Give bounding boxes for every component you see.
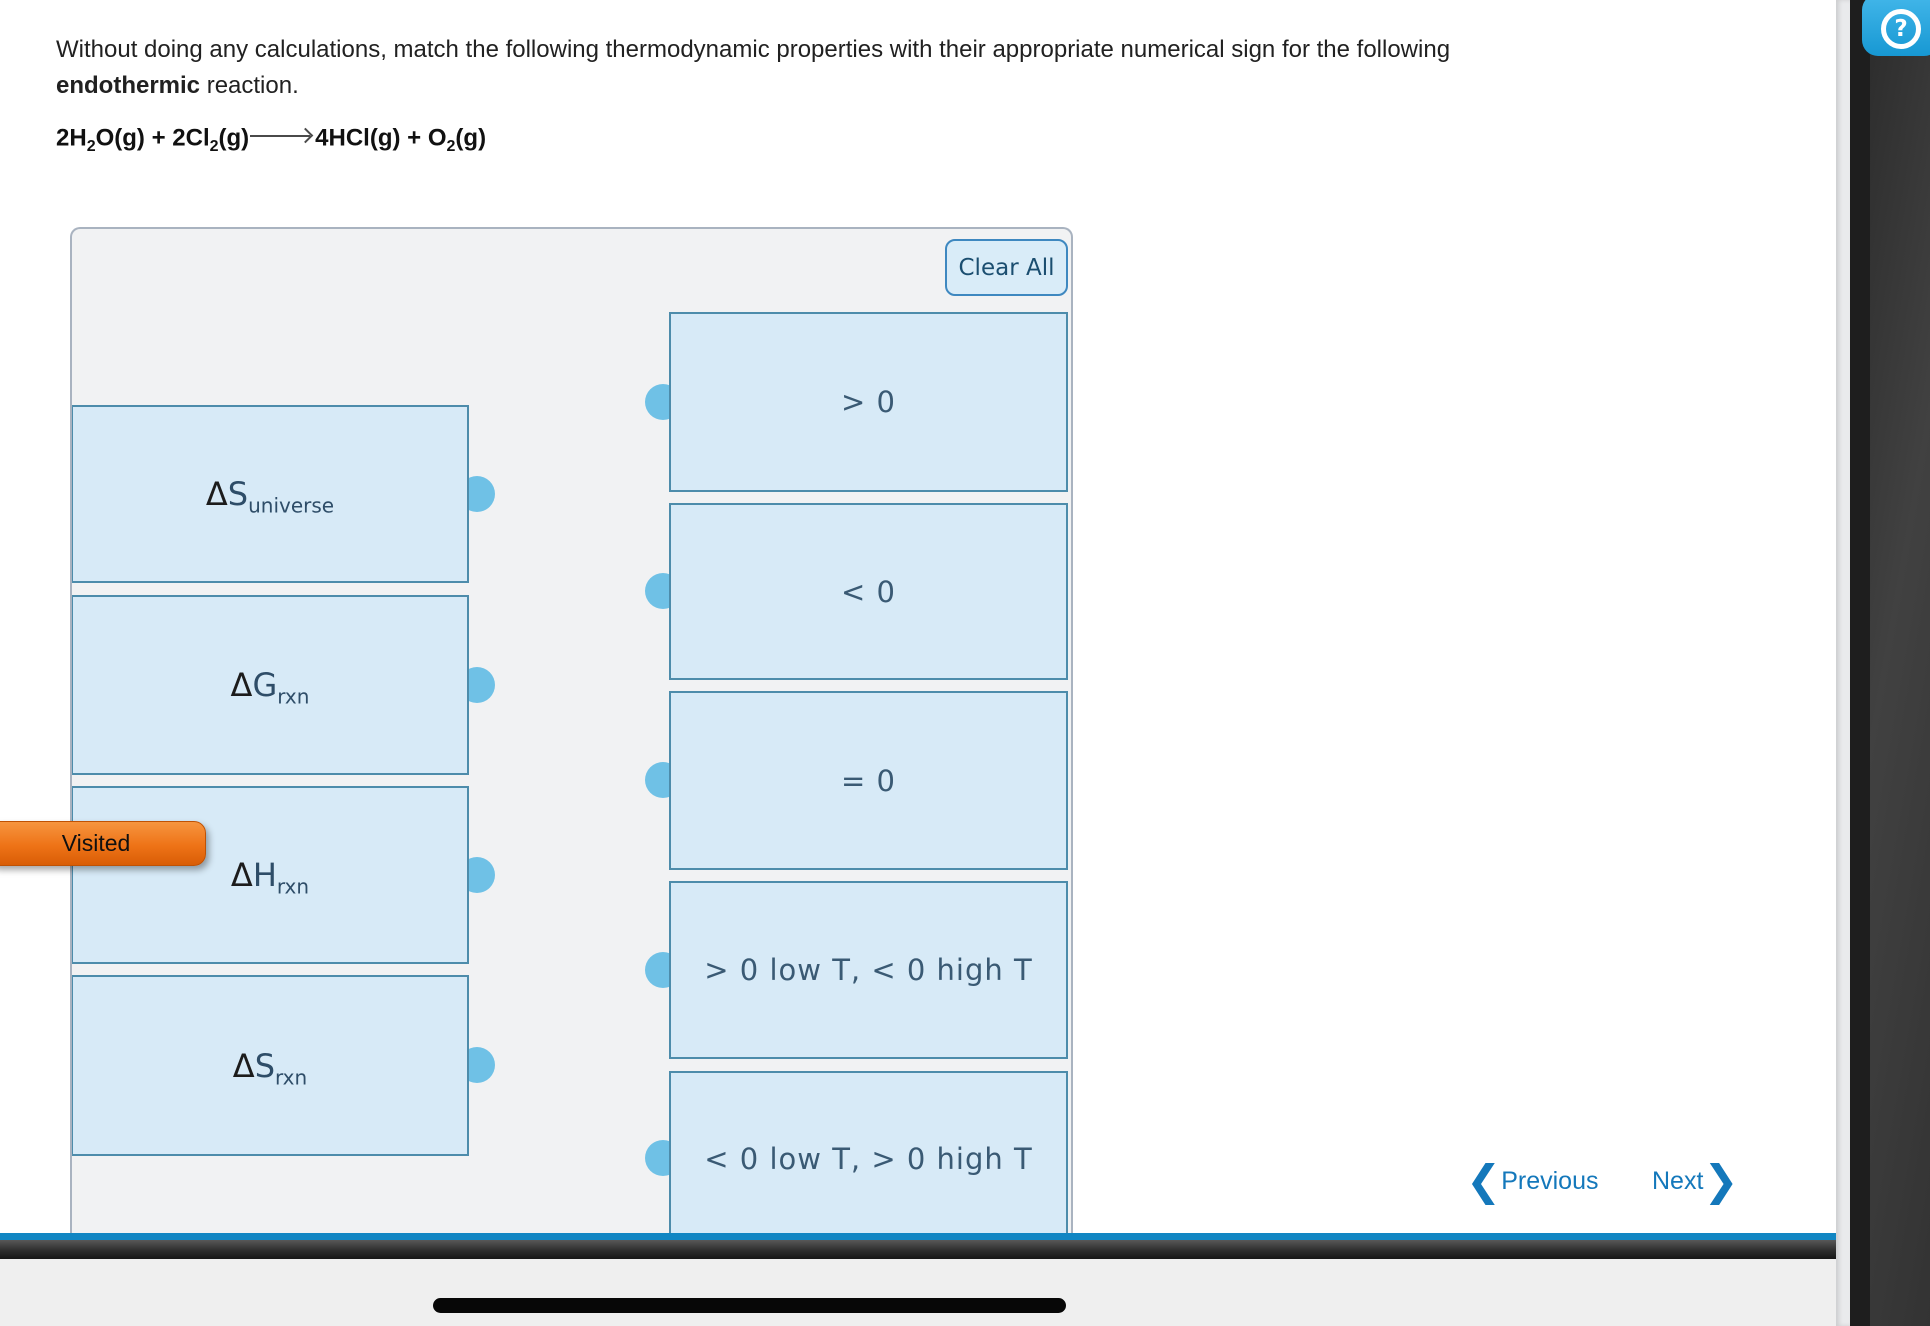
property-subscript: universe bbox=[248, 493, 335, 518]
visited-badge-label: Visited bbox=[61, 830, 131, 856]
equation-part: O(g) + 2Cl bbox=[95, 124, 210, 152]
answer-option-label: < 0 bbox=[841, 574, 896, 609]
answer-option-gt-0[interactable]: > 0 bbox=[669, 312, 1068, 492]
match-item-label: ΔGrxn bbox=[230, 666, 310, 706]
chevron-left-icon: ❮ bbox=[1466, 1156, 1502, 1205]
delta-symbol: Δ bbox=[232, 1046, 255, 1085]
question-keyword: endothermic bbox=[56, 72, 201, 99]
answer-option-lt0-lowT-gt0-highT[interactable]: < 0 low T, > 0 high T bbox=[669, 1071, 1068, 1233]
question-mark-glyph: ? bbox=[1894, 16, 1908, 42]
question-mark-icon: ? bbox=[1881, 9, 1921, 49]
question-line1: Without doing any calculations, match th… bbox=[56, 36, 1451, 63]
reaction-equation: 2H2O(g) + 2Cl2(g)4HCl(g) + O2(g) bbox=[56, 124, 486, 154]
match-item-label: ΔSuniverse bbox=[205, 475, 334, 515]
match-item-dg-rxn[interactable]: ΔGrxn bbox=[72, 595, 469, 775]
sidebar-dark-strip bbox=[1850, 0, 1870, 1326]
next-button[interactable]: Next ❯ bbox=[1652, 1158, 1739, 1204]
equation-part: 2H bbox=[56, 124, 87, 152]
question-line2-rest: reaction. bbox=[200, 72, 299, 99]
answer-option-label: < 0 low T, > 0 high T bbox=[704, 1141, 1033, 1176]
equation-part: (g) bbox=[455, 124, 487, 152]
chevron-right-icon: ❯ bbox=[1703, 1156, 1739, 1205]
matching-panel: Clear All ΔSuniverse ΔGrxn ΔHrxn ΔSrxn >… bbox=[70, 227, 1073, 1233]
previous-label: Previous bbox=[1501, 1167, 1599, 1195]
property-letter: S bbox=[227, 475, 249, 513]
answer-option-label: > 0 bbox=[841, 385, 896, 419]
match-item-label: ΔSrxn bbox=[232, 1046, 307, 1087]
match-item-ds-rxn[interactable]: ΔSrxn bbox=[72, 975, 469, 1156]
next-label: Next bbox=[1652, 1167, 1704, 1195]
property-letter: S bbox=[254, 1046, 275, 1085]
bottom-accent-line bbox=[0, 1233, 1836, 1240]
property-subscript: rxn bbox=[277, 684, 310, 709]
clear-all-button[interactable]: Clear All bbox=[945, 239, 1068, 296]
home-indicator[interactable] bbox=[433, 1298, 1066, 1313]
match-item-label: ΔHrxn bbox=[230, 856, 309, 896]
scrollbar-track bbox=[1836, 0, 1850, 1326]
property-letter: G bbox=[252, 666, 278, 704]
answer-option-lt-0[interactable]: < 0 bbox=[669, 503, 1068, 680]
equation-part: (g) bbox=[218, 124, 250, 152]
answer-option-eq-0[interactable]: = 0 bbox=[669, 691, 1068, 870]
property-subscript: rxn bbox=[275, 1064, 308, 1089]
delta-symbol: Δ bbox=[230, 856, 253, 894]
answer-option-gt0-lowT-lt0-highT[interactable]: > 0 low T, < 0 high T bbox=[669, 881, 1068, 1059]
help-button[interactable]: ? bbox=[1862, 0, 1930, 56]
equation-subscript: 2 bbox=[86, 138, 96, 156]
match-item-dh-rxn[interactable]: ΔHrxn bbox=[72, 786, 469, 964]
match-item-ds-universe[interactable]: ΔSuniverse bbox=[72, 405, 469, 583]
sidebar-panel bbox=[1870, 0, 1930, 1326]
question-text: Without doing any calculations, match th… bbox=[56, 32, 1786, 104]
previous-button[interactable]: ❮ Previous bbox=[1466, 1158, 1598, 1204]
property-letter: H bbox=[252, 856, 277, 894]
visited-badge: Visited bbox=[0, 821, 206, 866]
equation-part: 4HCl(g) + O bbox=[315, 124, 447, 152]
answer-option-label: > 0 low T, < 0 high T bbox=[704, 953, 1033, 987]
answer-option-label: = 0 bbox=[841, 763, 896, 798]
bottom-margin-area bbox=[0, 1259, 1836, 1326]
bottom-toolbar bbox=[0, 1240, 1836, 1259]
equation-subscript: 2 bbox=[209, 138, 219, 156]
reaction-arrow-icon bbox=[250, 124, 314, 148]
equation-subscript: 2 bbox=[446, 138, 456, 156]
property-subscript: rxn bbox=[276, 874, 310, 899]
delta-symbol: Δ bbox=[230, 666, 253, 704]
delta-symbol: Δ bbox=[205, 475, 228, 513]
